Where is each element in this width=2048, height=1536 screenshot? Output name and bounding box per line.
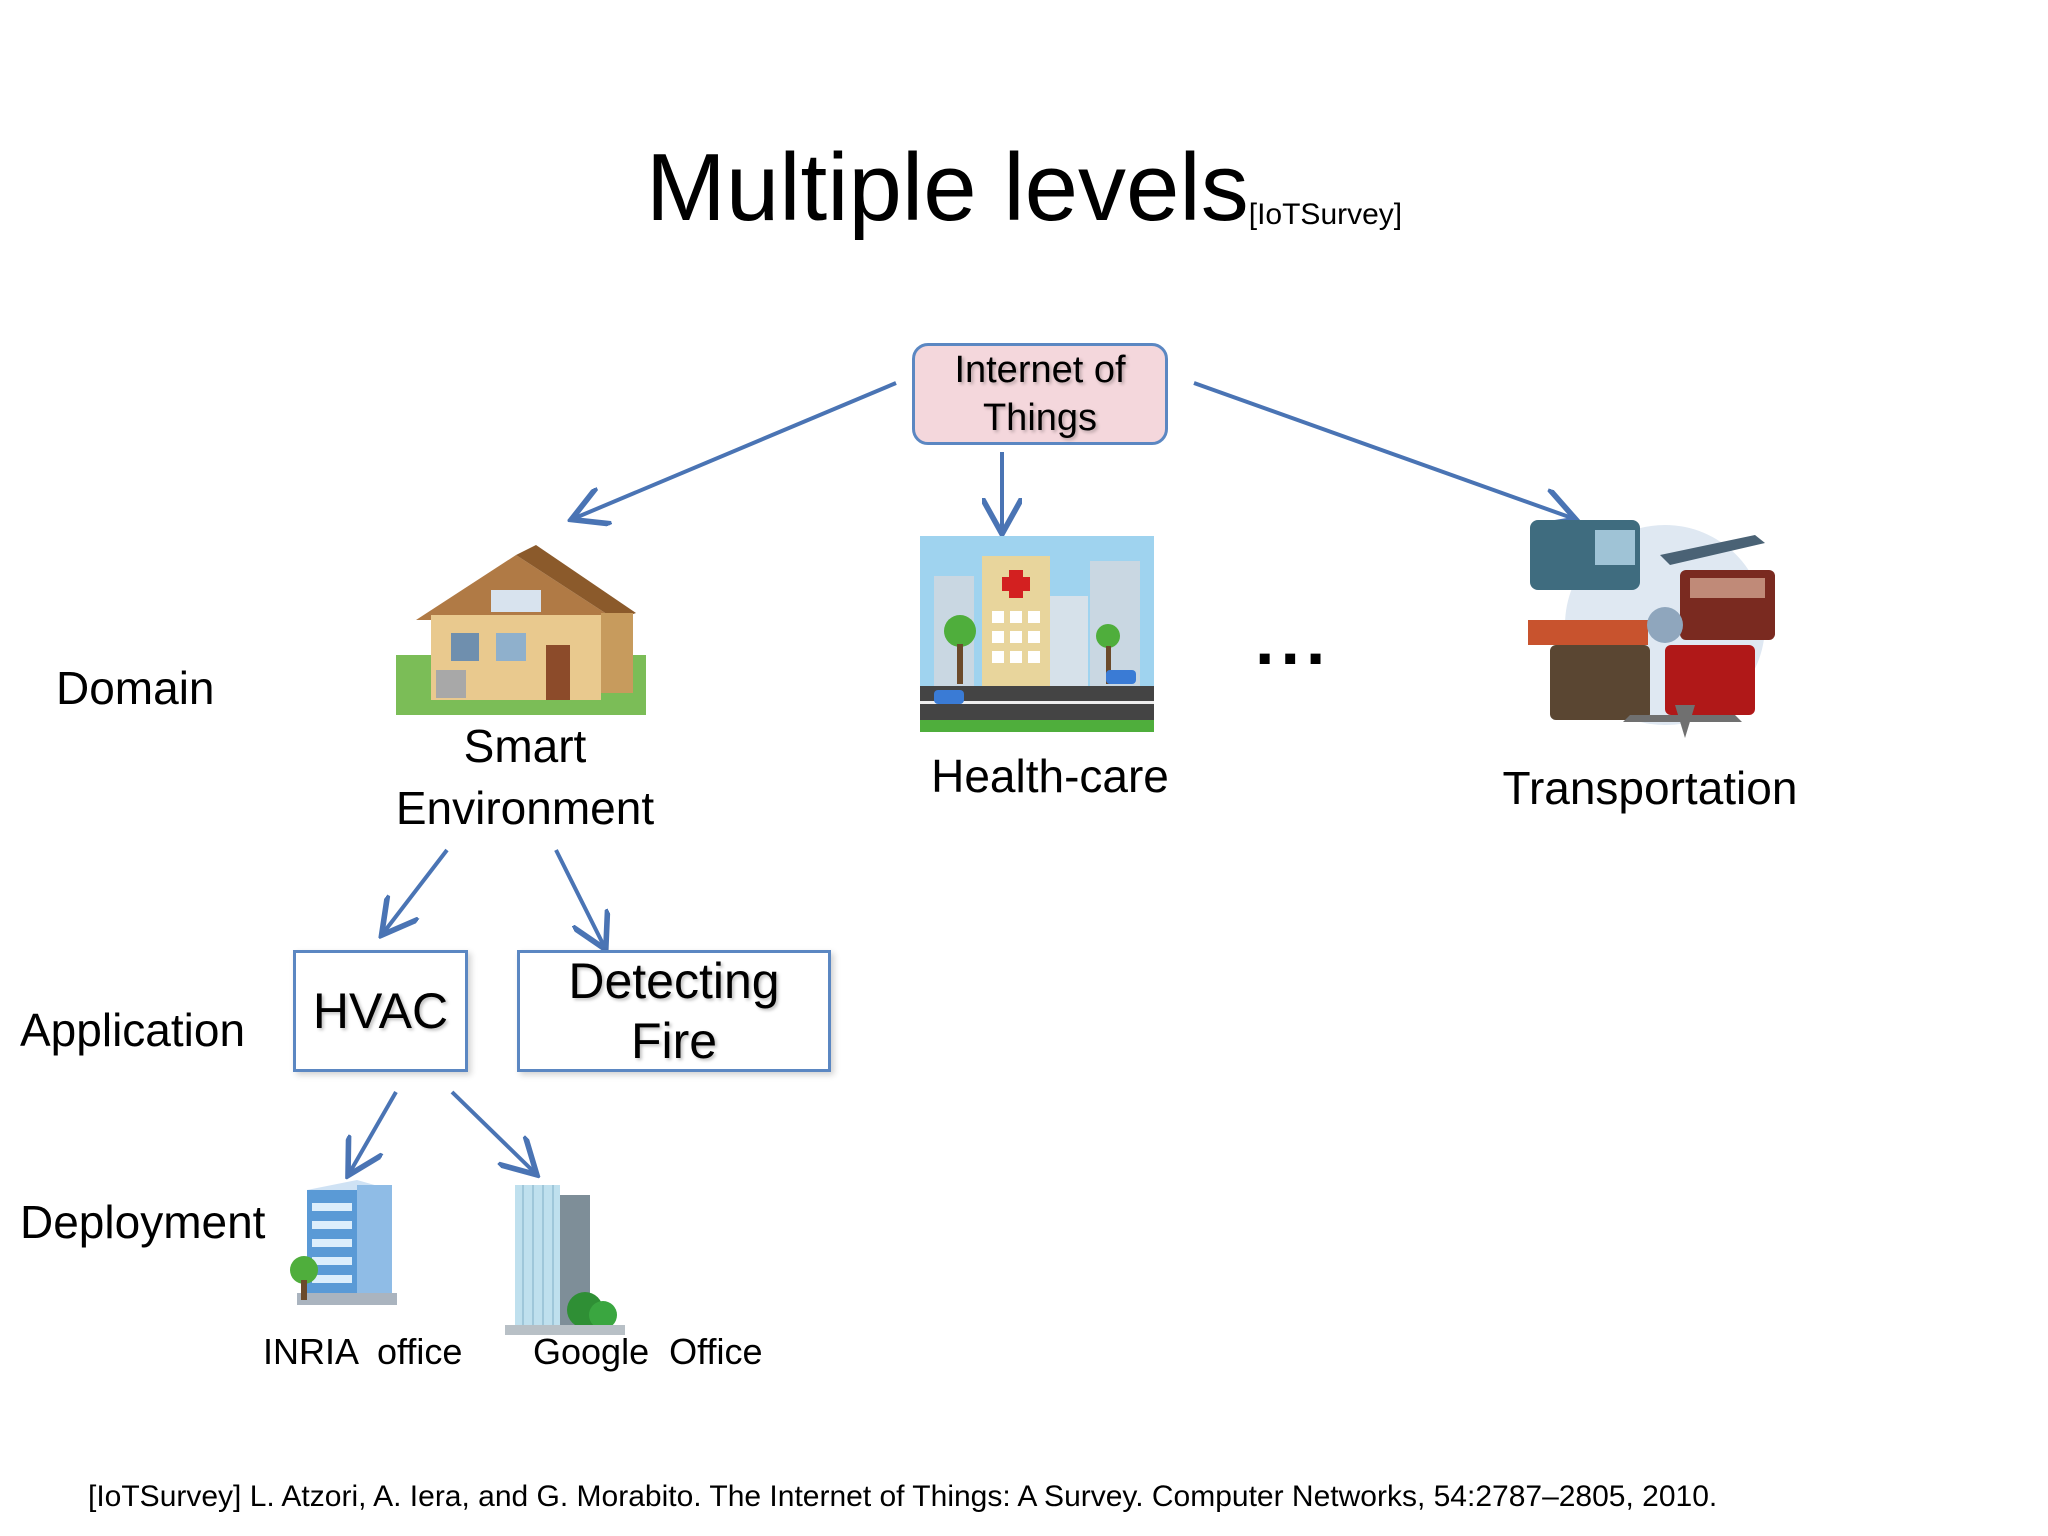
house-icon (396, 545, 646, 715)
office-tower-icon (505, 1185, 625, 1335)
app-box-detecting-fire: Detecting Fire (517, 950, 831, 1072)
title-main: Multiple levels (645, 134, 1249, 241)
domain-label-transportation: Transportation (1502, 762, 1798, 814)
arrow-root-to-smart (575, 381, 897, 518)
title-citation: [IoTSurvey] (1248, 198, 1403, 231)
arrow-root-to-transport (1193, 381, 1572, 518)
root-node-internet-of-things: Internet of Things (912, 343, 1168, 445)
level-label-deployment: Deployment (20, 1196, 266, 1248)
app-label-hvac: HVAC (312, 983, 449, 1039)
level-label-application: Application (20, 1004, 246, 1056)
transport-collage-icon (1528, 520, 1775, 738)
deployment-label-inria: INRIA office (263, 1331, 463, 1372)
page-title: Multiple levels[IoTSurvey] (0, 140, 2048, 236)
app-box-hvac: HVAC (293, 950, 468, 1072)
office-building-icon (290, 1180, 397, 1305)
domain-label-health-care: Health-care (931, 750, 1169, 802)
app-label-fire-line2: Fire (630, 1013, 718, 1069)
domain-ellipsis: ... (1255, 601, 1332, 679)
domain-label-smart-environment: Smart Environment (380, 715, 670, 839)
app-label-fire-line1: Detecting (568, 953, 780, 1009)
smart-env-line2: Environment (395, 782, 655, 834)
arrow-smart-to-hvac (384, 848, 449, 932)
citation: [IoTSurvey] L. Atzori, A. Iera, and G. M… (88, 1480, 1718, 1513)
arrow-smart-to-fire (554, 849, 604, 946)
deployment-label-google: Google Office (533, 1331, 763, 1372)
arrow-hvac-to-inria (350, 1091, 398, 1172)
hospital-icon (920, 536, 1154, 732)
root-label-line2: Things (982, 397, 1098, 439)
smart-env-line1: Smart (463, 720, 587, 772)
arrow-hvac-to-google (450, 1090, 534, 1172)
level-label-domain: Domain (56, 662, 215, 714)
root-label-line1: Internet of (954, 349, 1126, 391)
